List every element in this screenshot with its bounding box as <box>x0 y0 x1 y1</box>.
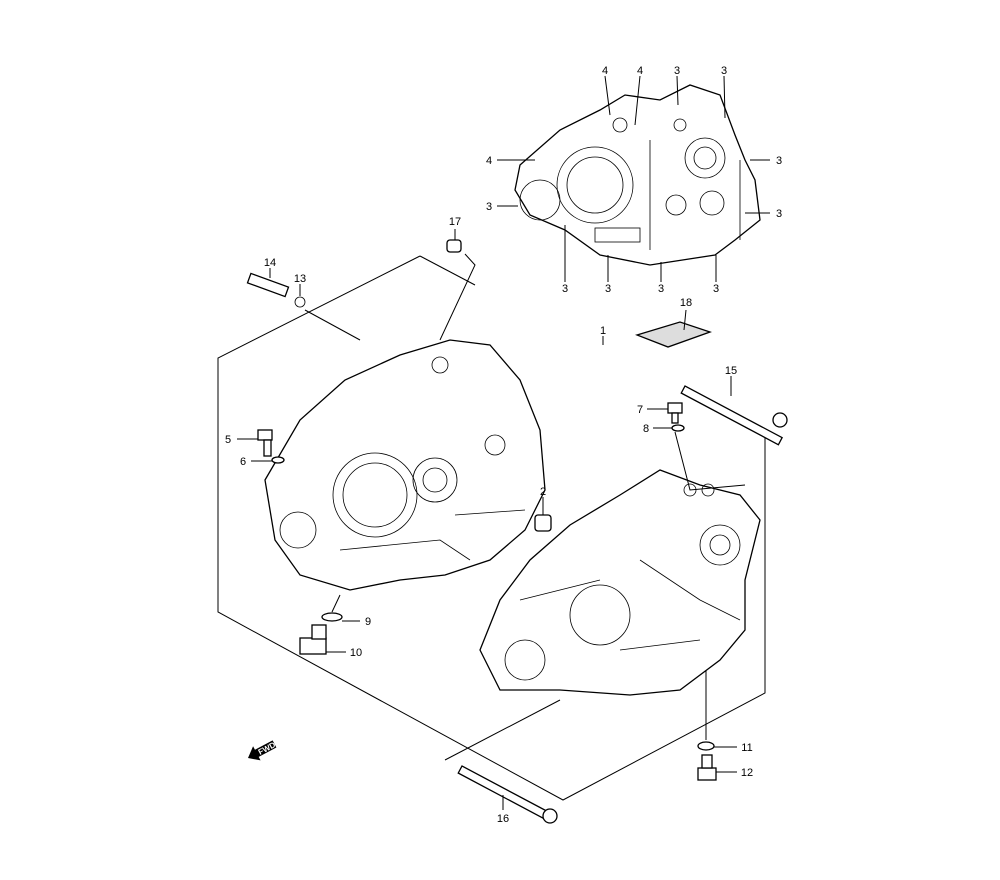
callout: 6 <box>240 456 246 468</box>
plug-17 <box>446 239 462 253</box>
inset-leader-lines <box>497 75 770 282</box>
boundary-line <box>419 255 476 286</box>
washer-9 <box>321 612 343 622</box>
washer-8 <box>671 424 685 432</box>
dowel-pin-2 <box>534 514 552 532</box>
bolt-16 <box>457 765 558 824</box>
left-crankcase-half <box>264 339 546 591</box>
right-crankcase-half <box>479 469 761 696</box>
fwd-arrow-icon: FWD <box>248 740 278 761</box>
callout: 15 <box>725 365 737 377</box>
callout: 3 <box>776 208 782 220</box>
callout: 5 <box>225 434 231 446</box>
callout: 7 <box>637 404 643 416</box>
callout: 3 <box>605 283 611 295</box>
gasket-18 <box>635 321 712 348</box>
washer-11 <box>697 741 715 751</box>
callout: 4 <box>602 65 608 77</box>
callout: 4 <box>637 65 643 77</box>
bolt-12 <box>697 754 717 781</box>
callout: 13 <box>294 273 306 285</box>
callout: 2 <box>540 486 546 498</box>
callout: 4 <box>486 155 492 167</box>
callout: 3 <box>674 65 680 77</box>
callout: 3 <box>658 283 664 295</box>
bolt-5 <box>257 429 273 457</box>
callout: 3 <box>486 201 492 213</box>
callout: 14 <box>264 257 276 269</box>
drain-bolt-10 <box>299 624 327 655</box>
leader-lines <box>237 229 746 810</box>
bolt-7 <box>667 402 683 424</box>
callouts: 4 4 3 3 4 3 3 3 3 3 3 3 17 14 13 18 1 15… <box>225 65 782 825</box>
callout: 18 <box>680 297 692 309</box>
callout: 12 <box>741 767 753 779</box>
callout: 3 <box>776 155 782 167</box>
callout: 16 <box>497 813 509 825</box>
bolt-14 <box>246 272 290 298</box>
callout: 1 <box>600 325 606 337</box>
callout: 3 <box>562 283 568 295</box>
crankcase-inset <box>514 84 761 266</box>
callout: 17 <box>449 216 461 228</box>
callout: 9 <box>365 616 371 628</box>
circlip-13 <box>294 296 306 308</box>
fwd-label: FWD <box>257 740 278 757</box>
callout: 3 <box>713 283 719 295</box>
washer-6 <box>271 456 285 464</box>
callout: 3 <box>721 65 727 77</box>
callout: 11 <box>741 742 752 754</box>
callout: 8 <box>643 423 649 435</box>
callout: 10 <box>350 647 362 659</box>
bolt-15 <box>680 385 788 446</box>
